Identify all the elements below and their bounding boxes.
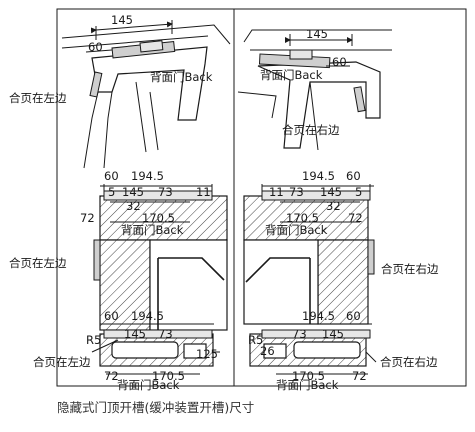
right-v3-top-1945: 194.5 bbox=[302, 309, 335, 323]
right-plan-view bbox=[249, 323, 377, 375]
left-v3-hinge-label: 合页在左边 bbox=[33, 355, 91, 369]
left-v3-row-73: 73 bbox=[158, 327, 173, 341]
left-plan-view bbox=[91, 323, 220, 375]
right-v3-dim-1705: 170.5 bbox=[292, 369, 325, 383]
right-v2-top-60: 60 bbox=[346, 169, 361, 183]
left-section-view bbox=[93, 184, 228, 331]
right-v2-dim-72: 72 bbox=[348, 211, 363, 225]
right-v3-back-label: 背面门Back bbox=[276, 378, 339, 392]
right-v1-back-label: 背面门Back bbox=[260, 68, 323, 82]
right-v2-back-label: 背面门Back bbox=[265, 223, 328, 237]
right-v3-row-145: 145 bbox=[322, 327, 344, 341]
right-v2-row-73: 73 bbox=[289, 185, 304, 199]
right-section-view bbox=[243, 184, 375, 325]
left-v2-row-73: 73 bbox=[158, 185, 173, 199]
left-v2-top-60: 60 bbox=[104, 169, 119, 183]
right-v2-hinge-label: 合页在右边 bbox=[381, 262, 439, 276]
left-v2-row-11: 11 bbox=[196, 185, 211, 199]
left-v2-row-145: 145 bbox=[122, 185, 144, 199]
left-v1-hinge-label: 合页在左边 bbox=[9, 91, 67, 105]
left-v3-dim-1705: 170.5 bbox=[152, 369, 185, 383]
right-v3-hinge-label: 合页在右边 bbox=[380, 355, 438, 369]
right-v3-dim-26: 26 bbox=[260, 344, 275, 358]
left-v3-top-1945: 194.5 bbox=[131, 309, 164, 323]
right-v1-hinge-label: 合页在右边 bbox=[282, 123, 340, 137]
left-v2-row-5: 5 bbox=[108, 185, 115, 199]
right-v3-dim-72: 72 bbox=[352, 369, 367, 383]
left-v3-r5: R5 bbox=[86, 333, 101, 347]
right-v1-dim-145: 145 bbox=[306, 27, 328, 41]
left-v3-dim-125: 125 bbox=[196, 347, 218, 361]
left-v2-dim-1705: 170.5 bbox=[142, 211, 175, 225]
left-v3-top-60: 60 bbox=[104, 309, 119, 323]
left-perspective-view bbox=[61, 20, 231, 169]
right-v3-row-73: 73 bbox=[292, 327, 307, 341]
right-v2-row-5: 5 bbox=[355, 185, 362, 199]
panel-frame bbox=[56, 8, 467, 387]
left-v2-top-1945: 194.5 bbox=[131, 169, 164, 183]
right-v2-row-11: 11 bbox=[269, 185, 284, 199]
right-v2-top-1945: 194.5 bbox=[302, 169, 335, 183]
left-v1-dim-60: 60 bbox=[88, 40, 103, 54]
left-v1-dim-145: 145 bbox=[111, 13, 133, 27]
right-v3-r5: R5 bbox=[248, 333, 263, 347]
left-v2-dim-32: 32 bbox=[126, 199, 141, 213]
left-v2-dim-72: 72 bbox=[80, 211, 95, 225]
right-v2-dim-32: 32 bbox=[326, 199, 341, 213]
left-v3-dim-72: 72 bbox=[104, 369, 119, 383]
right-v2-dim-1705: 170.5 bbox=[286, 211, 319, 225]
left-v2-hinge-label: 合页在左边 bbox=[9, 256, 67, 270]
left-v3-back-label: 背面门Back bbox=[117, 378, 180, 392]
right-perspective-view bbox=[237, 29, 392, 151]
left-v2-back-label: 背面门Back bbox=[121, 223, 184, 237]
right-v3-top-60: 60 bbox=[346, 309, 361, 323]
right-v1-dim-60: 60 bbox=[332, 55, 347, 69]
left-v3-row-145: 145 bbox=[124, 327, 146, 341]
diagram-caption: 隐藏式门顶开槽(缓冲装置开槽)尺寸 bbox=[57, 400, 254, 415]
left-v1-back-label: 背面门Back bbox=[150, 70, 213, 84]
right-v2-row-145: 145 bbox=[320, 185, 342, 199]
